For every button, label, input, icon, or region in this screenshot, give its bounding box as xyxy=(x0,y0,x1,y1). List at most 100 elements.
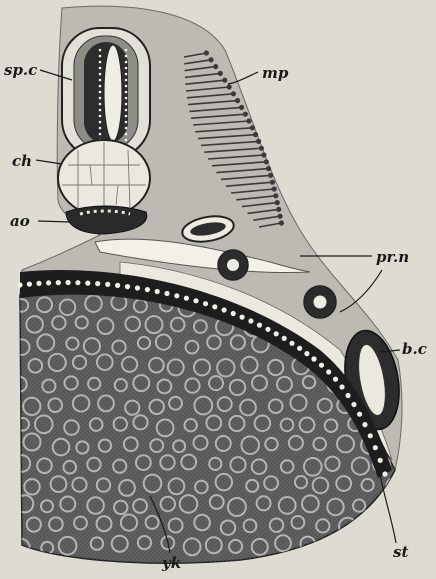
endoderm-cell xyxy=(257,323,262,328)
endoderm-cell xyxy=(115,283,120,288)
endoderm-cell xyxy=(265,327,270,332)
endoderm-cell xyxy=(184,296,189,301)
endoderm-cell xyxy=(174,293,179,298)
neural-cell-dot xyxy=(112,79,115,82)
label-spinal-cord: sp.c xyxy=(4,61,37,79)
endoderm-cell xyxy=(304,351,309,356)
label-pronephric-duct: pr.n xyxy=(376,248,409,266)
endoderm-cell xyxy=(75,280,80,285)
label-aorta: ao xyxy=(10,212,30,230)
neural-cell-dot xyxy=(99,121,102,124)
endoderm-cell xyxy=(17,282,22,287)
neural-cell-dot xyxy=(99,79,102,82)
endoderm-cell xyxy=(382,471,387,476)
neural-cell-dot xyxy=(125,61,128,64)
muscle-fiber-tip xyxy=(244,112,248,116)
endoderm-cell xyxy=(203,301,208,306)
neural-cell-dot xyxy=(99,127,102,130)
endoderm-cell xyxy=(311,356,316,361)
neural-cell-dot xyxy=(99,91,102,94)
muscle-fiber-tip xyxy=(240,106,244,110)
label-stomodaeum: st xyxy=(393,543,408,561)
neural-cell-dot xyxy=(112,103,115,106)
neural-cell-dot xyxy=(112,91,115,94)
label-yolk: yk xyxy=(161,554,181,572)
endoderm-cell xyxy=(368,433,373,438)
endoderm-cell xyxy=(333,377,338,382)
endoderm-cell xyxy=(231,311,236,316)
muscle-fiber-tip xyxy=(227,85,231,89)
muscle-fiber-tip xyxy=(257,140,261,144)
endoderm-cell xyxy=(56,280,61,285)
neural-cell-dot xyxy=(99,61,102,64)
label-muscle-plate: mp xyxy=(262,64,289,82)
neural-cell-dot xyxy=(112,73,115,76)
endoderm-cell xyxy=(339,384,344,389)
neural-cell-dot xyxy=(125,67,128,70)
label-notochord: ch xyxy=(12,152,32,170)
endoderm-cell xyxy=(282,336,287,341)
endoderm-cell xyxy=(346,393,351,398)
endoderm-cell xyxy=(85,281,90,286)
endoderm-cell xyxy=(193,298,198,303)
neural-cell-dot xyxy=(125,139,128,142)
muscle-fiber-tip xyxy=(209,58,213,62)
muscle-fiber-tip xyxy=(214,65,218,69)
neural-cell-dot xyxy=(99,109,102,112)
neural-cell-dot xyxy=(99,97,102,100)
endoderm-cell xyxy=(222,307,227,312)
endoderm-cell xyxy=(66,280,71,285)
endoderm-cell xyxy=(95,281,100,286)
neural-cell-dot xyxy=(125,79,128,82)
muscle-fiber-tip xyxy=(274,194,278,198)
endoderm-cell xyxy=(248,318,253,323)
muscle-fiber-tip xyxy=(271,180,275,184)
endoderm-cell xyxy=(36,281,41,286)
neural-cell-dot xyxy=(125,49,128,52)
neural-cell-dot xyxy=(112,115,115,118)
neural-cell-dot xyxy=(125,109,128,112)
muscle-fiber-tip xyxy=(262,153,266,157)
muscle-fiber-tip xyxy=(277,208,281,212)
neural-cell-dot xyxy=(125,127,128,130)
neural-cell-dot xyxy=(125,55,128,58)
neural-cell-dot xyxy=(99,49,102,52)
endoderm-cell xyxy=(319,363,324,368)
endoderm-cell xyxy=(378,458,383,463)
endoderm-cell xyxy=(357,412,362,417)
spinal-cord xyxy=(62,28,150,158)
neural-cell-dot xyxy=(112,97,115,100)
muscle-fiber-tip xyxy=(254,133,258,137)
neural-cell-dot xyxy=(112,109,115,112)
neural-cell-dot xyxy=(99,115,102,118)
neural-cell-dot xyxy=(112,127,115,130)
endoderm-cell xyxy=(297,346,302,351)
neural-cell-dot xyxy=(99,55,102,58)
endoderm-cell xyxy=(351,402,356,407)
muscle-fiber-tip xyxy=(247,119,251,123)
neural-cell-dot xyxy=(125,103,128,106)
endoderm-cell xyxy=(274,331,279,336)
neural-cell-dot xyxy=(112,61,115,64)
muscle-fiber-tip xyxy=(205,51,209,55)
endoderm-cell xyxy=(155,289,160,294)
muscle-fiber-tip xyxy=(232,92,236,96)
muscle-fiber-tip xyxy=(269,174,273,178)
muscle-fiber-tip xyxy=(218,72,222,76)
endoderm-cell xyxy=(362,422,367,427)
neural-cell-dot xyxy=(125,115,128,118)
neural-cell-dot xyxy=(112,121,115,124)
endoderm-cell xyxy=(145,287,150,292)
muscle-fiber-tip xyxy=(260,146,264,150)
endoderm-cell xyxy=(135,285,140,290)
neural-cell-dot xyxy=(99,85,102,88)
endoderm-cell xyxy=(46,280,51,285)
neural-cell-dot xyxy=(125,73,128,76)
neural-cell-dot xyxy=(112,67,115,70)
endoderm-cell xyxy=(164,291,169,296)
muscle-fiber-tip xyxy=(280,221,284,225)
muscle-fiber-tip xyxy=(267,167,271,171)
label-body-cavity: b.c xyxy=(402,340,427,358)
muscle-fiber-tip xyxy=(275,201,279,205)
neural-cell-dot xyxy=(125,121,128,124)
